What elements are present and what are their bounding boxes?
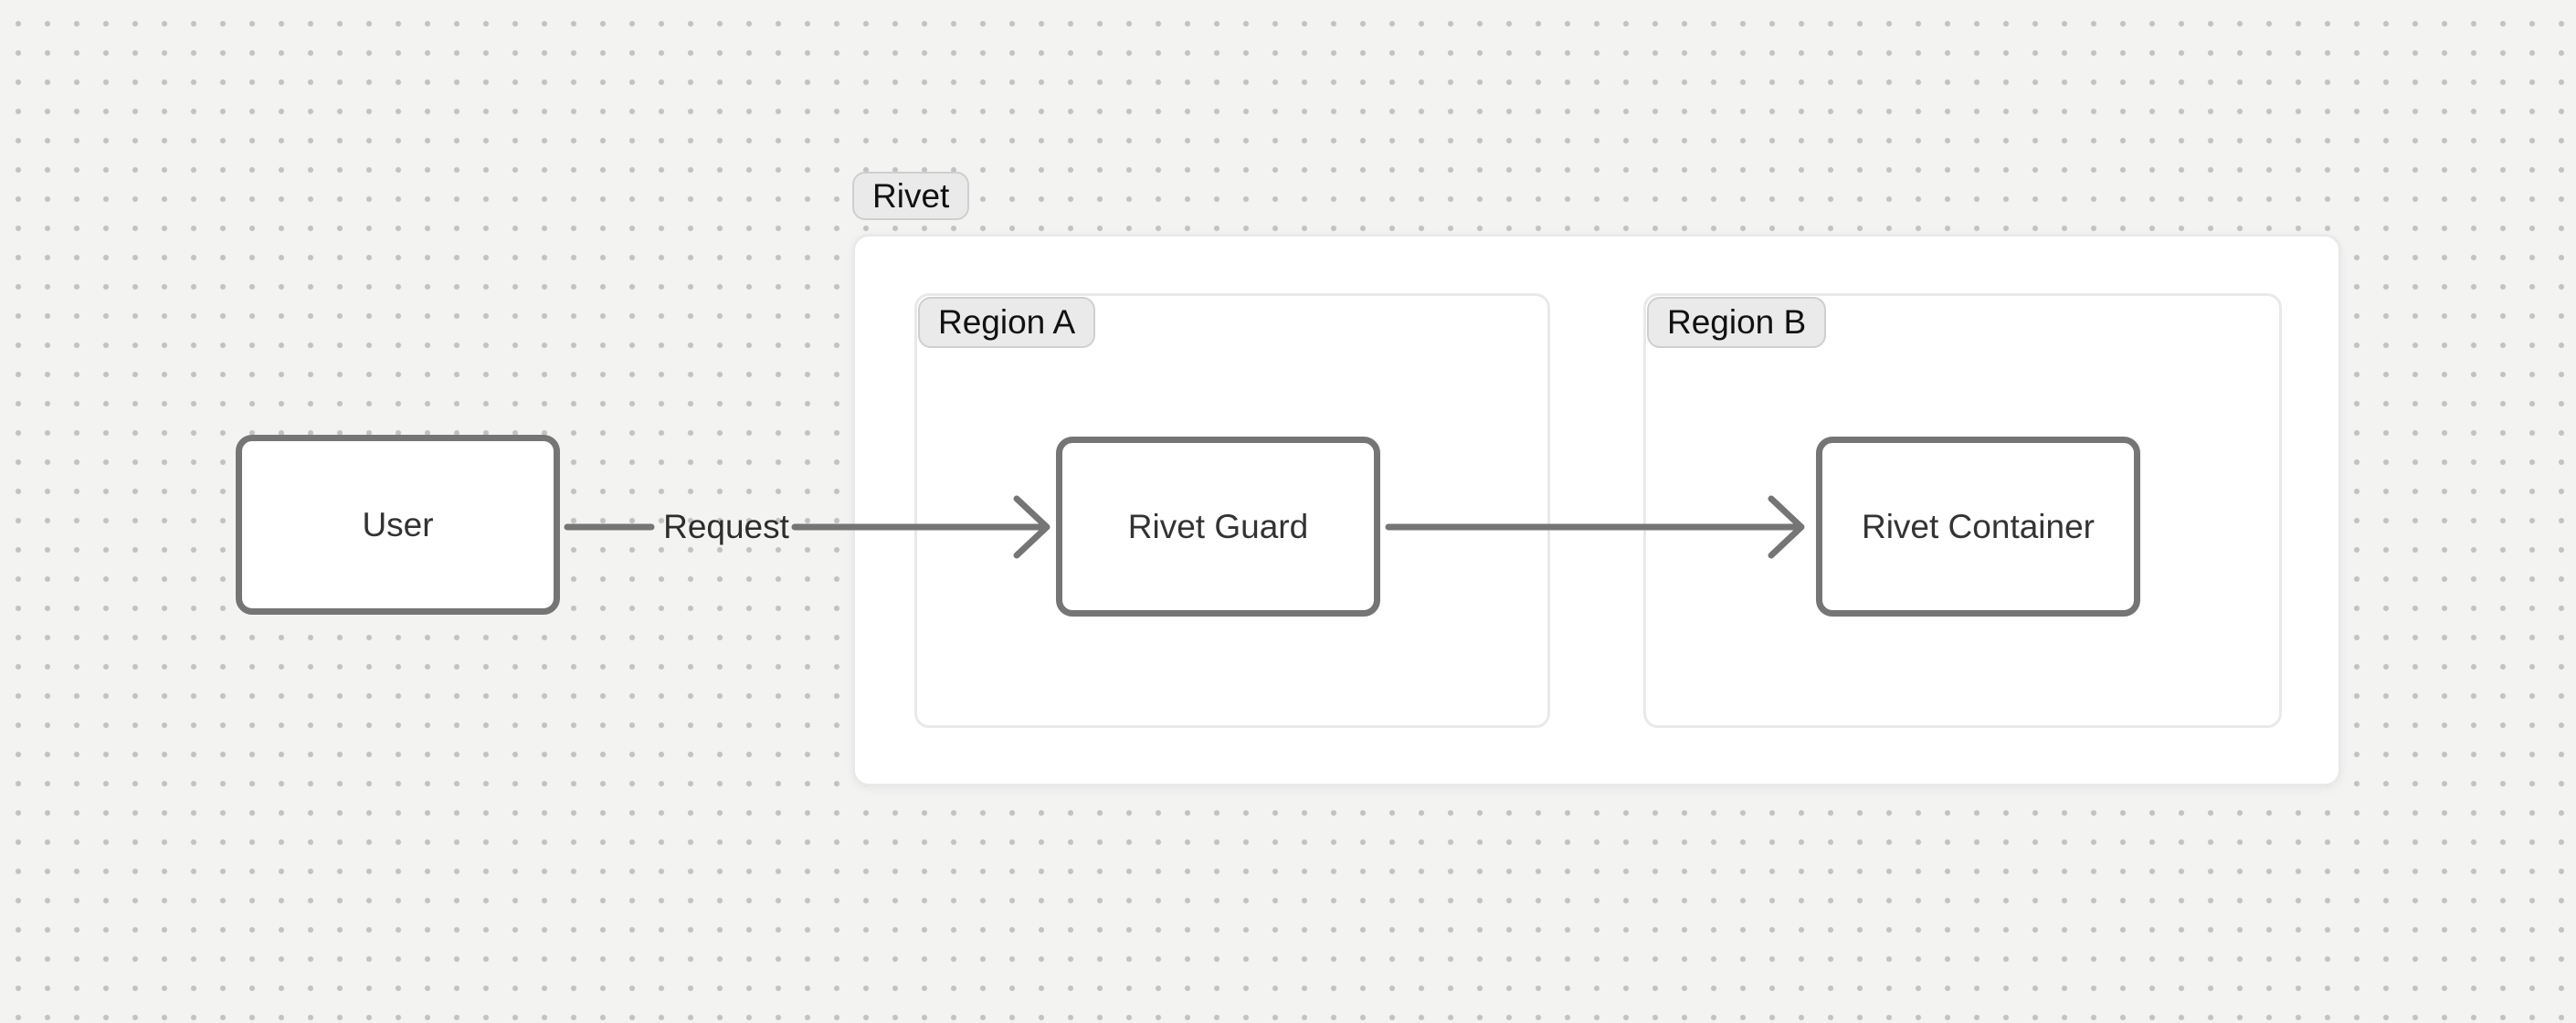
edge-guard-to-container-arrowhead-icon bbox=[1768, 495, 1805, 559]
node-rivet-guard-label: Rivet Guard bbox=[1127, 507, 1309, 545]
node-rivet-container-label: Rivet Container bbox=[1861, 507, 2095, 545]
group-region-a-label: Region A bbox=[918, 297, 1096, 348]
edge-label-request: Request bbox=[663, 508, 789, 545]
edge-user-to-guard-arrowhead-icon bbox=[1013, 495, 1050, 559]
node-rivet-container: Rivet Container bbox=[1816, 437, 2140, 617]
node-user: User bbox=[236, 435, 560, 615]
group-rivet-label: Rivet bbox=[852, 172, 970, 220]
group-region-b-label: Region B bbox=[1647, 297, 1827, 348]
node-user-label: User bbox=[362, 505, 434, 543]
node-rivet-guard: Rivet Guard bbox=[1056, 437, 1380, 617]
